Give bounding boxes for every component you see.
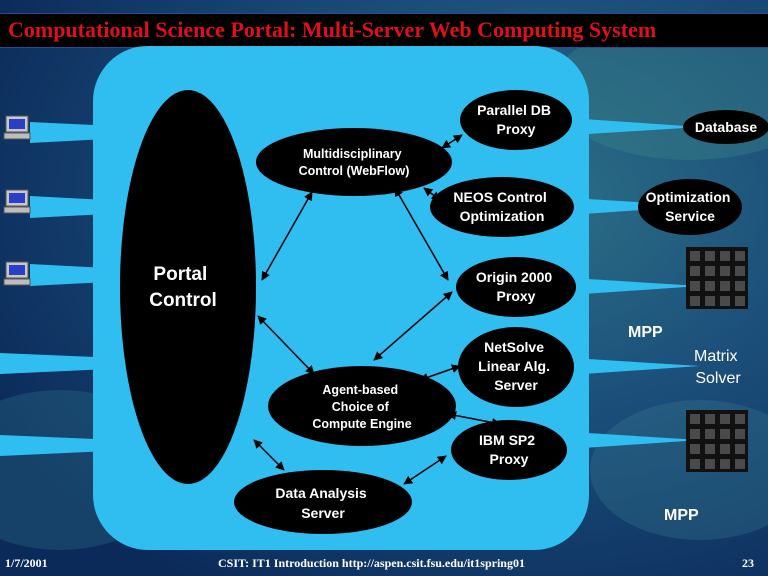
resource-connector	[540, 356, 700, 377]
database-label: Database	[695, 119, 757, 135]
svg-text:Agent-based Choice of: Agent-based Choice of Compute Engine	[312, 383, 411, 431]
portal-control-label: Control	[149, 290, 217, 311]
mpp-label: MPP	[628, 324, 663, 341]
matrix-solver-label: Matrix	[694, 348, 738, 365]
svg-text:Database: Database	[695, 119, 757, 135]
agent-label: Compute Engine	[312, 417, 411, 431]
arrow-webflow-paralleldb	[441, 134, 463, 149]
svg-text:IBM SP2 Proxy: IBM SP2 Proxy	[479, 432, 539, 467]
svg-text:Optimization Service: Optimization Service	[646, 189, 735, 224]
svg-text:NetSolve Linear Alg. S: NetSolve Linear Alg. Server	[478, 339, 554, 393]
optimization-service-node	[638, 179, 742, 235]
netsolve-label: Linear Alg.	[478, 358, 550, 374]
arrow-portal-webflow	[261, 191, 313, 281]
origin-label: Proxy	[497, 288, 536, 304]
slide-title: Computational Science Portal: Multi-Serv…	[8, 17, 657, 42]
footer-page-number: 23	[742, 556, 754, 570]
computer-icon	[3, 189, 31, 214]
client-connector	[0, 435, 240, 456]
neos-label: NEOS Control	[453, 189, 546, 205]
svg-text:Parallel DB Proxy: Parallel DB Proxy	[477, 102, 555, 137]
matrix-solver-label: Solver	[695, 370, 741, 387]
mpp-grid-icon	[686, 247, 748, 309]
resource-connector	[540, 116, 700, 137]
client-connector	[0, 353, 240, 374]
parallel-db-label: Proxy	[497, 121, 536, 137]
svg-text:Matrix Solver: Matrix Solver	[694, 348, 742, 387]
svg-text:Data Analysis Server: Data Analysis Server	[275, 485, 370, 521]
optimization-service-label: Service	[665, 208, 715, 224]
arrow-dataanalysis-ibm	[403, 455, 447, 485]
portal-control-node	[120, 90, 256, 484]
data-analysis-node	[234, 470, 412, 534]
agent-node	[268, 366, 456, 446]
origin-node	[456, 257, 576, 317]
data-analysis-label: Server	[301, 505, 345, 521]
footer-course: CSIT: IT1 Introduction http://aspen.csit…	[218, 556, 525, 570]
arrow-agent-origin	[373, 291, 453, 361]
agent-label: Choice of	[332, 400, 390, 414]
parallel-db-node	[460, 90, 572, 150]
client-connector	[30, 122, 240, 143]
computer-icon	[3, 261, 31, 286]
mpp-grid-icon	[686, 410, 748, 472]
svg-text:Portal Control: Portal Control	[149, 264, 217, 311]
portal-control-label: Portal	[153, 264, 207, 285]
mpp-label: MPP	[664, 507, 699, 524]
arrow-webflow-origin	[394, 187, 449, 281]
netsolve-label: Server	[494, 377, 538, 393]
database-node	[683, 110, 768, 144]
ibm-sp2-label: Proxy	[490, 451, 529, 467]
parallel-db-label: Parallel DB	[477, 102, 551, 118]
neos-node	[430, 177, 574, 237]
neos-label: Optimization	[460, 208, 545, 224]
netsolve-label: NetSolve	[484, 339, 544, 355]
origin-label: Origin 2000	[476, 269, 552, 285]
svg-text:NEOS Control Optimization: NEOS Control Optimization	[453, 189, 550, 224]
arrow-portal-dataanalysis	[253, 439, 285, 471]
resource-connector	[540, 276, 700, 297]
ibm-sp2-node	[451, 420, 567, 480]
netsolve-node	[458, 327, 574, 407]
svg-text:MPP: MPP	[664, 507, 699, 524]
svg-text:Multidisciplinary Control: Multidisciplinary Control (WebFlow)	[299, 147, 410, 178]
webflow-label: Multidisciplinary	[303, 147, 402, 161]
optimization-service-label: Optimization	[646, 189, 731, 205]
ibm-sp2-label: IBM SP2	[479, 432, 535, 448]
resource-connector	[540, 196, 700, 217]
webflow-node	[256, 128, 452, 196]
footer-date: 1/7/2001	[5, 556, 48, 570]
arrow-portal-agent	[257, 315, 315, 375]
data-analysis-label: Data Analysis	[275, 485, 367, 501]
title-bar	[0, 13, 768, 48]
resource-connector	[540, 430, 700, 451]
svg-text:MPP: MPP	[628, 324, 663, 341]
computer-icon	[3, 115, 31, 140]
agent-label: Agent-based	[322, 383, 398, 397]
svg-text:Origin 2000 Proxy: Origin 2000 Proxy	[476, 269, 556, 304]
webflow-label: Control (WebFlow)	[299, 164, 410, 178]
